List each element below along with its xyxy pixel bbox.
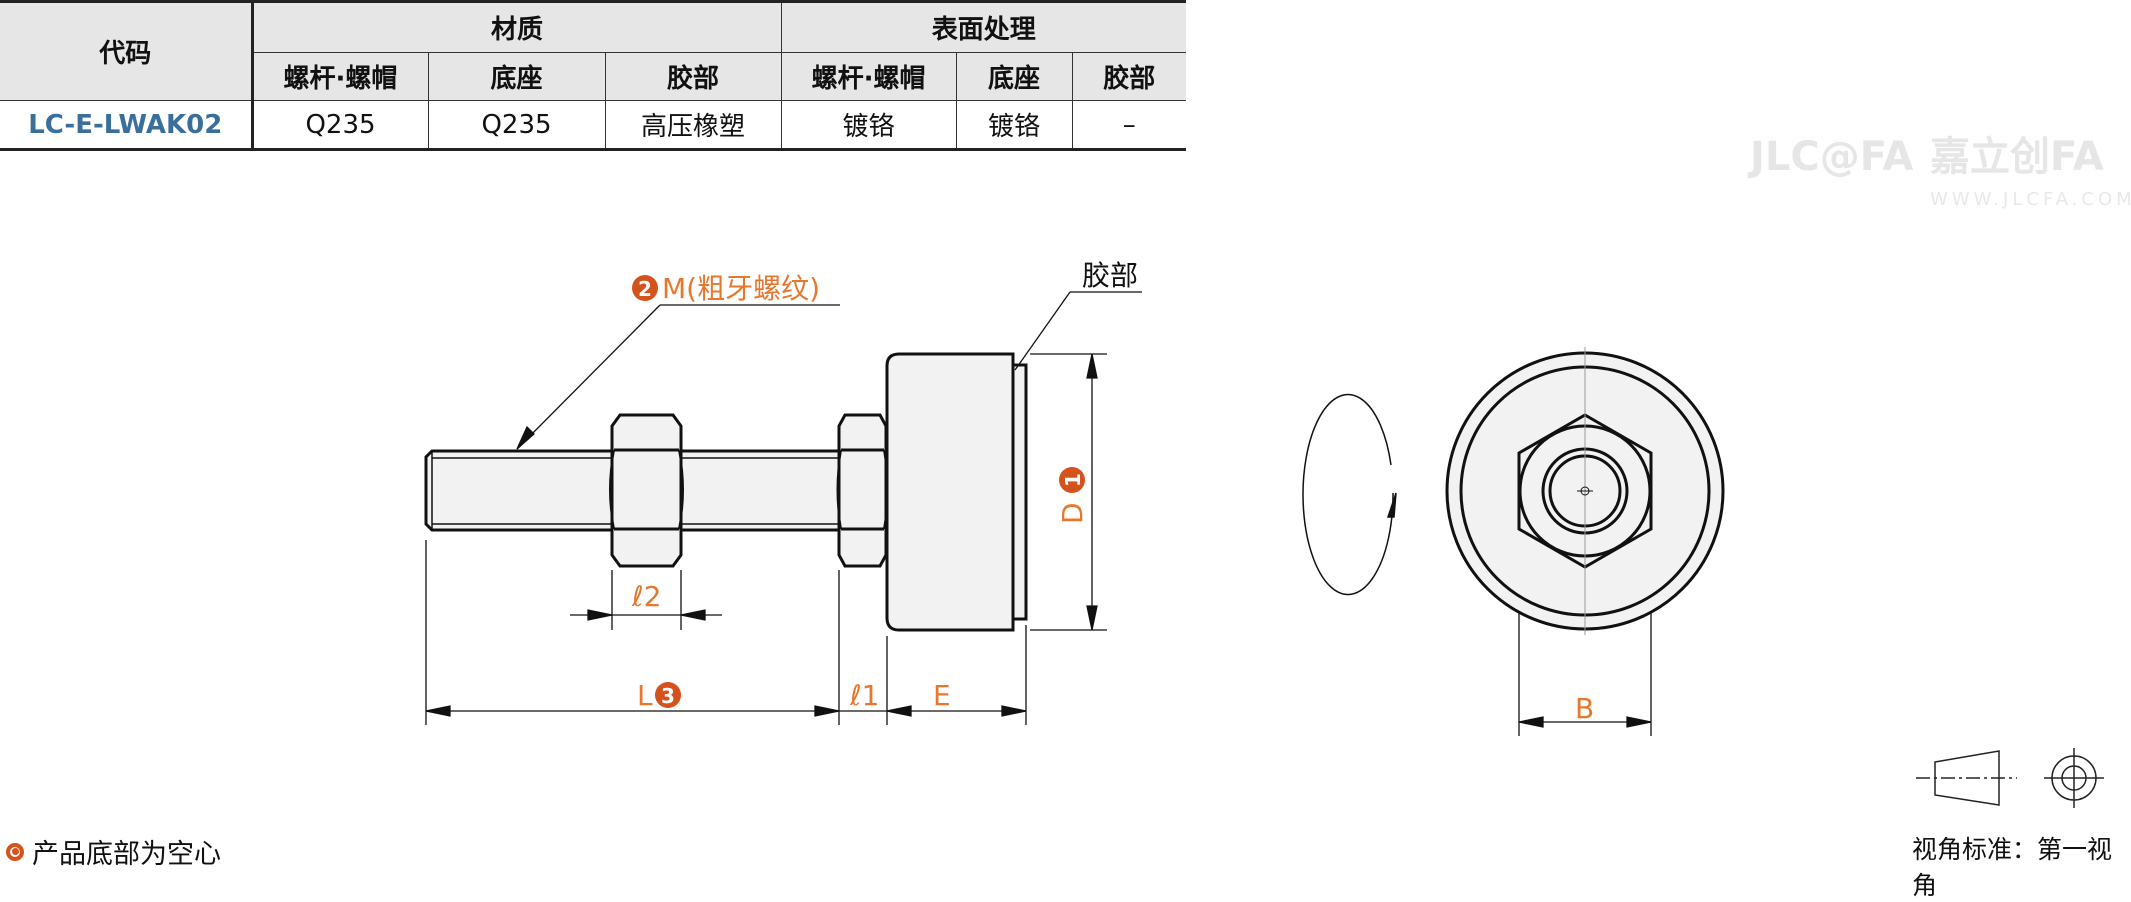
svg-text:JLC@FA: JLC@FA: [1747, 134, 1913, 180]
watermark: JLC@FA 嘉立创FA WWW.JLCFA.COM: [1747, 134, 2131, 210]
front-view: [1445, 347, 1725, 635]
dim-E-label: E: [933, 679, 951, 712]
dim-L-label: L 3: [637, 679, 681, 712]
header-surface: 表面处理: [780, 0, 1187, 53]
cell: 镀铬: [955, 100, 1073, 151]
svg-text:D: D: [1056, 502, 1089, 524]
product-code[interactable]: LC-E-LWAK02: [0, 100, 254, 151]
base-nut: [836, 413, 889, 568]
thread-label: 2 M(粗牙螺纹): [632, 272, 820, 305]
header-code: 代码: [0, 0, 254, 101]
first-angle-projection-icon: [1916, 748, 2104, 808]
cell: Q235: [427, 100, 606, 151]
svg-text:M(粗牙螺纹): M(粗牙螺纹): [662, 272, 820, 305]
svg-text:WWW.JLCFA.COM: WWW.JLCFA.COM: [1930, 189, 2131, 210]
side-view: [424, 352, 1028, 632]
header-material: 材质: [251, 0, 782, 53]
svg-text:L: L: [637, 679, 653, 712]
table-row: LC-E-LWAK02 Q235 Q235 高压橡塑 镀铬 镀铬 –: [0, 100, 1187, 151]
svg-text:嘉立创FA: 嘉立创FA: [1930, 134, 2104, 180]
rubber-pad: [1011, 363, 1028, 621]
lock-nut: [609, 413, 684, 568]
svg-text:2: 2: [638, 277, 652, 301]
cell: Q235: [251, 100, 429, 151]
dimensions: [425, 291, 1652, 736]
dim-D-label: D 1: [1056, 467, 1089, 524]
cell: –: [1071, 100, 1187, 151]
rotation-arrow-icon: [1302, 393, 1397, 596]
spec-table: 代码 材质 表面处理 螺杆·螺帽 底座 胶部 螺杆·螺帽 底座 胶部 LC-E-…: [0, 0, 1187, 151]
hollow-bottom-note: 产品底部为空心: [6, 832, 221, 871]
rubber-label: 胶部: [1082, 259, 1138, 292]
subheader: 胶部: [1071, 52, 1187, 101]
subheader: 胶部: [604, 52, 782, 101]
subheader: 螺杆·螺帽: [252, 52, 429, 101]
projection-standard: 视角标准：第一视角: [1912, 835, 2113, 900]
cell: 镀铬: [780, 100, 957, 151]
svg-text:1: 1: [1061, 473, 1085, 487]
subheader: 底座: [427, 52, 606, 101]
subheader: 螺杆·螺帽: [780, 52, 957, 101]
svg-text:3: 3: [661, 684, 675, 708]
note-text: 产品底部为空心: [32, 839, 221, 870]
dim-l2-label: ℓ2: [631, 580, 661, 613]
dim-l1-label: ℓ1: [849, 679, 879, 712]
cell: 高压橡塑: [604, 100, 782, 151]
subheader: 底座: [955, 52, 1073, 101]
base-body: [885, 352, 1015, 632]
bullet-icon: [6, 842, 24, 861]
technical-drawing: JLC@FA 嘉立创FA WWW.JLCFA.COM: [424, 134, 2131, 808]
dim-B-label: B: [1575, 692, 1594, 725]
